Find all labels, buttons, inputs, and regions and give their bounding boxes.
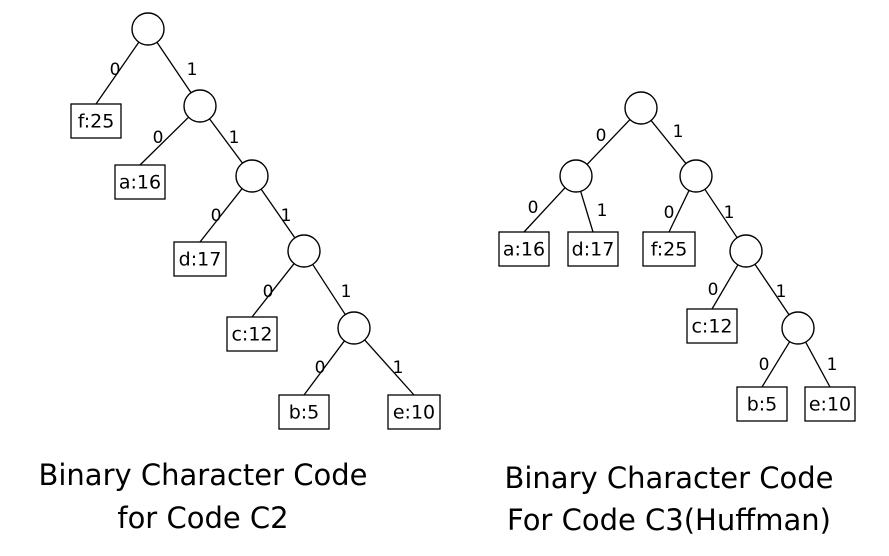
leaf-box: [387, 394, 441, 430]
leaf-box: [686, 308, 738, 344]
edge-0: [95, 41, 140, 105]
leaf-box: [278, 394, 330, 430]
leaf-label: d:17: [572, 239, 615, 261]
edge-0: [199, 188, 243, 243]
internal-node: [183, 89, 217, 123]
edge-label-left: 0: [759, 355, 770, 375]
leaf-label: e:10: [393, 402, 435, 424]
tree-c2: 0 1 0 1 0 1 0 1 0 1 f:25 a:16 d:17 c:12 b:5 e:10Binary …: [38, 12, 441, 535]
edge-label-left: 0: [153, 128, 164, 148]
leaf-label: f:25: [78, 111, 115, 133]
leaf-box: [114, 164, 166, 200]
edge-0: [586, 119, 631, 165]
leaf-box: [804, 386, 856, 422]
internal-node: [337, 311, 371, 345]
edge-1: [312, 264, 346, 315]
internal-node: [287, 234, 321, 268]
edge-label-right: 1: [724, 203, 735, 223]
edge-0: [251, 263, 295, 318]
edge-1: [580, 191, 594, 233]
tree-caption-line-2: For Code C3(Huffman): [507, 503, 831, 537]
edge-0: [711, 264, 739, 310]
leaf-label: e:10: [809, 394, 851, 416]
edge-label-left: 0: [263, 282, 274, 302]
tree-caption-line-1: Binary Character Code: [504, 461, 833, 495]
edge-label-right: 1: [187, 60, 198, 80]
edge-1: [704, 188, 738, 239]
edge-label-right: 1: [827, 355, 838, 375]
edge-0: [761, 341, 791, 388]
leaf-label: b:5: [747, 394, 778, 416]
edge-label-left: 0: [211, 206, 222, 226]
leaf-label: a:16: [119, 172, 161, 194]
internal-node: [781, 311, 815, 345]
internal-node: [559, 159, 593, 193]
leaf-box: [736, 386, 788, 422]
edge-1: [364, 339, 415, 396]
edge-1: [805, 341, 831, 388]
leaf-label: c:12: [691, 316, 732, 338]
internal-node: [624, 91, 658, 125]
tree-caption-line-1: Binary Character Code: [38, 458, 367, 492]
edge-0: [303, 340, 345, 396]
leaf-box: [567, 231, 619, 267]
edge-1: [156, 41, 192, 94]
edge-label-right: 1: [229, 128, 240, 148]
internal-node: [729, 234, 763, 268]
leaf-box: [642, 231, 696, 267]
edge-label-right: 1: [393, 358, 404, 378]
edge-1: [209, 118, 243, 164]
edge-label-right: 1: [673, 122, 684, 142]
tree-caption-line-2: for Code C2: [117, 501, 288, 535]
leaf-label: d:17: [179, 249, 222, 271]
edge-0: [668, 190, 690, 233]
internal-node: [679, 159, 713, 193]
edge-1: [260, 188, 296, 239]
edge-label-left: 0: [708, 280, 719, 300]
edge-label-left: 0: [596, 126, 607, 146]
leaf-box: [226, 316, 278, 352]
leaf-box: [70, 103, 122, 139]
leaf-box: [498, 231, 550, 267]
edge-label-left: 0: [110, 60, 121, 80]
internal-node: [235, 159, 269, 193]
edge-0: [139, 116, 190, 166]
internal-node: [131, 12, 165, 46]
edge-label-left: 0: [664, 203, 675, 223]
leaf-label: c:12: [231, 324, 272, 346]
edge-label-right: 1: [281, 206, 292, 226]
edge-1: [650, 120, 687, 164]
edge-label-right: 1: [341, 282, 352, 302]
edge-1: [754, 263, 790, 316]
edge-label-right: 1: [597, 201, 608, 221]
leaf-label: a:16: [503, 239, 545, 261]
edge-label-right: 1: [776, 282, 787, 302]
leaf-label: b:5: [289, 402, 320, 424]
leaf-label: f:25: [651, 239, 688, 261]
tree-c3: 0 1 0 1 0 1 0 1 0 1 a:16 d:17 f:25 c:12 b:5 e:10Binary …: [498, 91, 856, 537]
leaf-box: [173, 241, 227, 277]
edge-label-left: 0: [528, 198, 539, 218]
edge-label-left: 0: [315, 358, 326, 378]
edge-0: [523, 187, 566, 233]
